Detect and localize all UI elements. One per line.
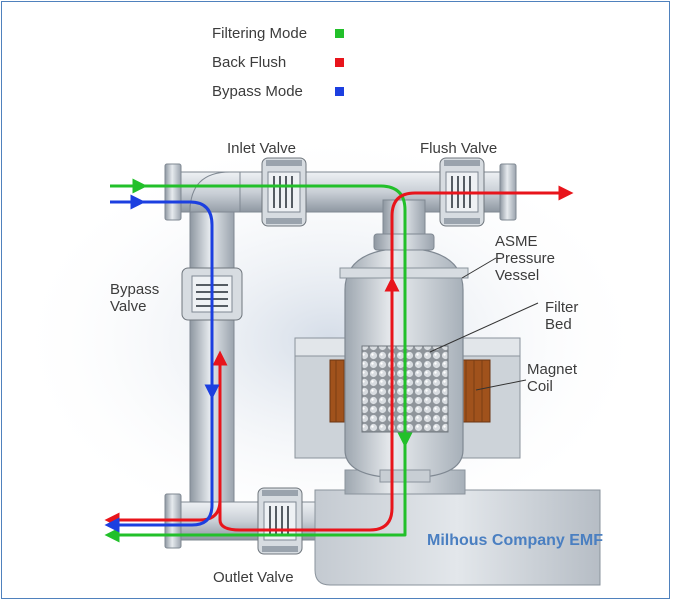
outlet-valve-body (257, 487, 303, 555)
label-inlet-valve: Inlet Valve (227, 140, 296, 157)
filter-bed-leader (429, 302, 539, 353)
legend-label-filtering: Filtering Mode (212, 25, 307, 42)
label-asme-2: Pressure (495, 250, 555, 267)
inlet-flange (164, 163, 182, 221)
magnet-coil-leader (475, 379, 527, 391)
legend-swatch-filtering (335, 29, 344, 38)
legend-label-bypass: Bypass Mode (212, 83, 303, 100)
label-filter-1: Filter (545, 299, 578, 316)
label-filter-2: Bed (545, 316, 572, 333)
vessel-base (314, 489, 601, 586)
label-magnet-2: Coil (527, 378, 553, 395)
flow-filtering-mode (110, 184, 407, 537)
flow-back-flush (110, 191, 565, 532)
leader-lines (429, 257, 539, 391)
label-magnet-1: Magnet (527, 361, 578, 378)
inlet-valve-body (261, 157, 307, 227)
legend-swatch-bypass (335, 87, 344, 96)
flow-paths (104, 178, 574, 543)
legend: Filtering Mode Back Flush Bypass Mode (212, 25, 344, 100)
flow-bypass-mode (110, 200, 214, 527)
asme-leader (461, 257, 497, 279)
label-flush-valve: Flush Valve (420, 140, 497, 157)
label-bypass-2: Valve (110, 298, 146, 315)
label-bypass-1: Bypass (110, 281, 159, 298)
label-asme-1: ASME (495, 233, 538, 250)
label-asme-3: Vessel (495, 267, 539, 284)
label-outlet-valve: Outlet Valve (213, 569, 294, 586)
legend-label-back-flush: Back Flush (212, 54, 286, 71)
brand-caption: Milhous Company EMF (427, 532, 603, 549)
legend-swatch-back-flush (335, 58, 344, 67)
